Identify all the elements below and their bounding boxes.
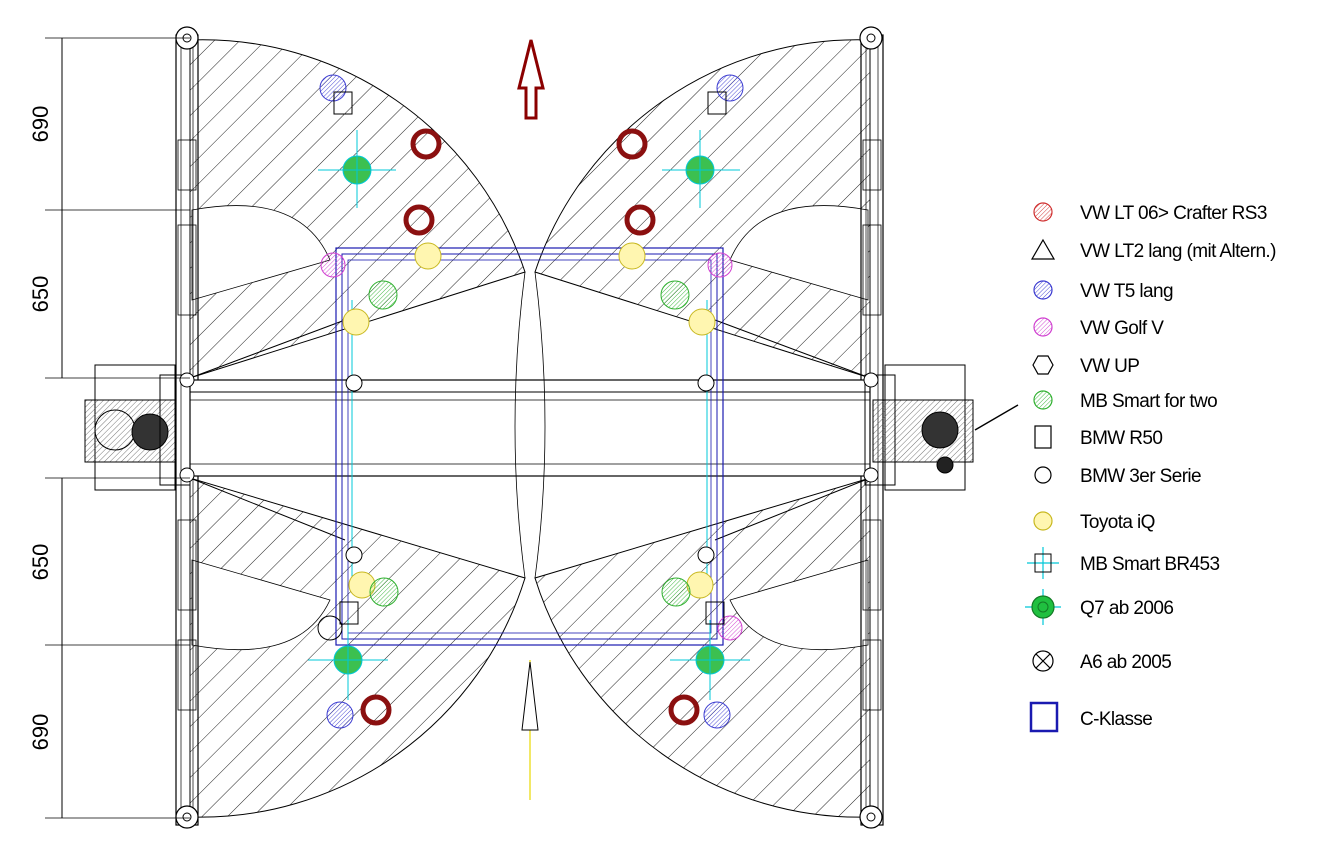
dimension-label-1: 690 xyxy=(28,106,53,143)
hexagon-icon xyxy=(1032,355,1054,375)
blue-hatched-circle-icon xyxy=(1033,280,1053,300)
legend-label: A6 ab 2005 xyxy=(1080,652,1171,673)
legend-item: VW T5 lang xyxy=(1033,280,1174,302)
legend-label: BMW 3er Serie xyxy=(1080,466,1201,487)
legend-label: MB Smart for two xyxy=(1080,391,1217,412)
pulley-bottom-right xyxy=(859,805,883,829)
swing-area-bottom-left xyxy=(189,477,526,818)
legend-label: Q7 ab 2006 xyxy=(1080,598,1173,619)
legend-item: Toyota iQ xyxy=(1033,511,1155,533)
up-arrow xyxy=(517,39,545,120)
pulley-bottom-left xyxy=(175,805,199,829)
legend-item: MB Smart for two xyxy=(1033,390,1218,412)
pickup-points xyxy=(308,74,750,729)
legend-label: VW LT2 lang (mit Altern.) xyxy=(1080,241,1276,262)
swing-area-top-right xyxy=(534,39,871,379)
crossed-circle-icon xyxy=(1032,650,1054,672)
legend-item: BMW R50 xyxy=(1034,425,1163,449)
dimension-label-4: 690 xyxy=(28,714,53,751)
legend-label: VW LT 06> Crafter RS3 xyxy=(1080,203,1267,224)
triangle-icon xyxy=(1030,238,1056,260)
legend-item: MB Smart BR453 xyxy=(1027,547,1220,579)
rectangle-icon xyxy=(1034,425,1052,449)
blue-square-icon xyxy=(1029,701,1059,733)
green-target-icon xyxy=(1025,589,1061,625)
legend-item: A6 ab 2005 xyxy=(1032,650,1172,673)
dimension-label-3: 650 xyxy=(28,544,53,581)
dimension-label-2: 650 xyxy=(28,276,53,313)
small-circle-icon xyxy=(1034,466,1052,484)
arm-inner-bottom-left xyxy=(191,559,331,651)
magenta-hatched-circle-icon xyxy=(1033,317,1053,337)
legend-label: C-Klasse xyxy=(1080,709,1152,730)
legend-item: VW Golf V xyxy=(1033,317,1165,339)
legend-label: BMW R50 xyxy=(1080,428,1162,449)
pulley-top-right xyxy=(859,26,883,50)
swing-area-bottom-right xyxy=(534,477,871,818)
legend-item: VW LT 06> Crafter RS3 xyxy=(1033,202,1267,224)
legend-item: VW UP xyxy=(1032,355,1140,377)
legend-item: Q7 ab 2006 xyxy=(1025,589,1174,625)
left-carriage xyxy=(84,364,195,491)
cyan-crosshair-square-icon xyxy=(1027,547,1059,579)
arm-inner-bottom-right xyxy=(729,559,869,651)
legend: VW LT 06> Crafter RS3 VW LT2 lang (mit Al… xyxy=(1025,202,1277,733)
legend-label: VW T5 lang xyxy=(1080,281,1173,302)
cross-beam xyxy=(189,379,871,477)
legend-label: Toyota iQ xyxy=(1080,512,1155,533)
down-arrow xyxy=(521,660,539,800)
legend-label: VW Golf V xyxy=(1080,318,1164,339)
legend-label: VW UP xyxy=(1080,356,1139,377)
red-hatched-circle-icon xyxy=(1033,202,1053,222)
legend-item: BMW 3er Serie xyxy=(1034,466,1202,487)
dimension-lines: 690 650 650 690 xyxy=(28,37,190,819)
legend-label: MB Smart BR453 xyxy=(1080,554,1219,575)
swing-area-top-left xyxy=(189,39,526,379)
legend-item: VW LT2 lang (mit Altern.) xyxy=(1030,238,1277,262)
yellow-circle-icon xyxy=(1033,511,1053,531)
c-klasse-frame xyxy=(335,247,724,646)
arm-swing-areas xyxy=(189,39,871,818)
green-hatched-circle-icon xyxy=(1033,390,1053,410)
legend-item: C-Klasse xyxy=(1029,701,1153,733)
right-carriage xyxy=(863,364,1019,491)
